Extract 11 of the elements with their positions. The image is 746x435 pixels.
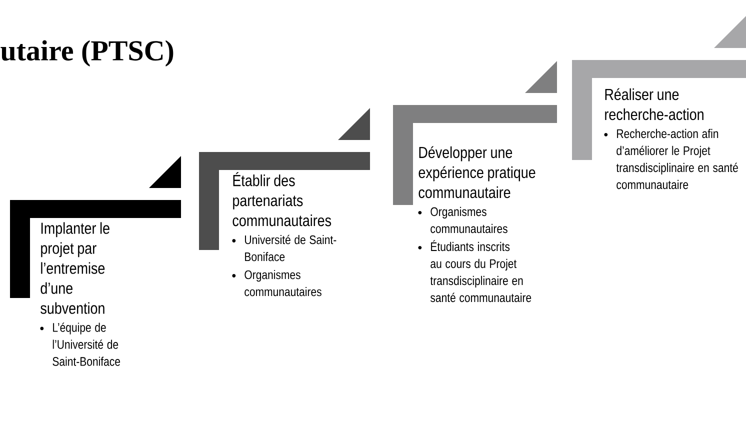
- bullet-item: Étudiants inscrits au cours du Projet transdisciplinaire en santé communautaire: [418, 240, 532, 302]
- step-heading: Développer une expérience pratique communautaire: [418, 146, 536, 198]
- bullet-item: Organismes communautaires: [232, 270, 322, 296]
- bullet-item: Organismes communautaires: [418, 206, 508, 234]
- bullet-item: L’équipe de l’Université de Saint-Boniface: [40, 322, 120, 366]
- title: utaire (PTSC): [0, 40, 174, 66]
- bullet-item: Recherche-action afin d’améliorer le Projet transdisciplinaire en santé communautaire: [604, 128, 738, 190]
- bullet-item: Université de Saint-Boniface: [232, 234, 336, 262]
- step-heading: Implanter le projet par l’entremise d’une subvention: [40, 222, 110, 314]
- step-heading: Établir des partenariats communautaires: [232, 172, 332, 226]
- step-heading: Réaliser une recherche-action: [605, 88, 704, 120]
